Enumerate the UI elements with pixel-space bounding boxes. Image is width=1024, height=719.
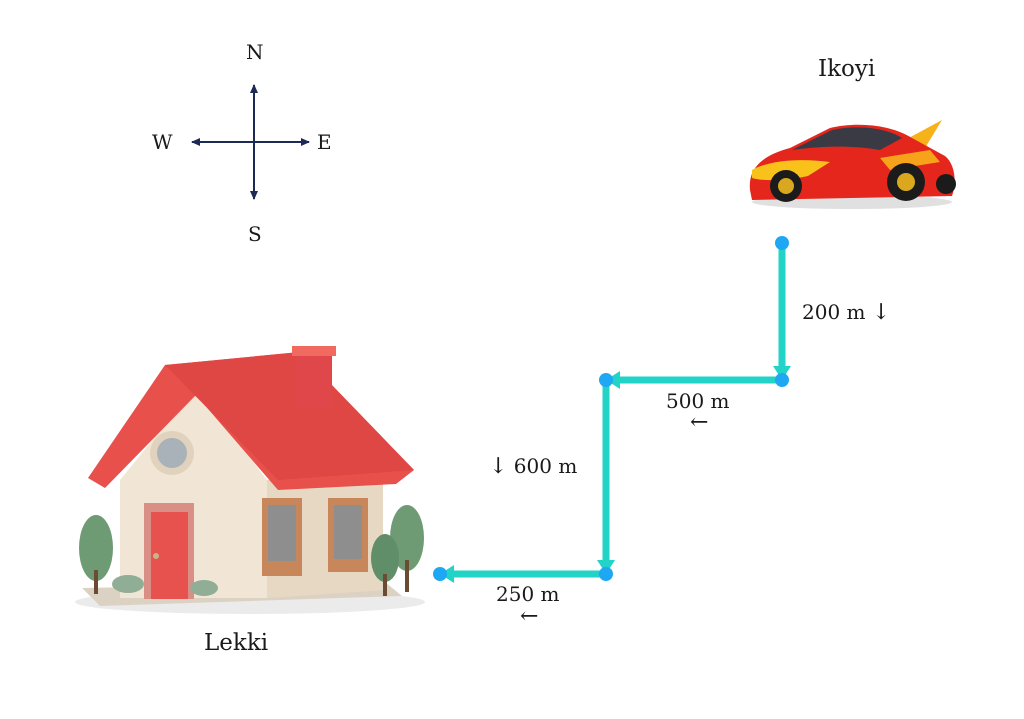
waypoint-dot-2 <box>775 373 789 387</box>
compass-south-label: S <box>248 222 262 246</box>
segment-2-distance: 500 m <box>666 389 730 413</box>
segment-1-distance: 200 m <box>802 300 866 324</box>
start-place-label: Ikoyi <box>818 56 876 82</box>
end-place-label: Lekki <box>204 630 269 656</box>
compass-east-label: E <box>317 130 332 154</box>
house-icon <box>75 346 425 614</box>
route-path <box>433 236 791 583</box>
segment-3-direction: ↓ <box>489 454 508 479</box>
segment-1-direction: ↓ <box>871 300 891 325</box>
waypoint-dot-3 <box>599 373 613 387</box>
red-sports-car-icon <box>749 120 956 209</box>
waypoint-dot-5 <box>433 567 447 581</box>
compass-rose-icon <box>191 84 310 200</box>
segment-3-label: ↓ 600 m <box>489 454 577 479</box>
waypoint-dot-1 <box>775 236 789 250</box>
segment-1-label: 200 m ↓ <box>802 300 890 325</box>
compass-west-label: W <box>152 130 173 154</box>
segment-4-direction: ← <box>520 604 539 629</box>
segment-3-distance: 600 m <box>513 454 578 478</box>
segment-2-direction: ← <box>690 410 709 435</box>
compass-north-label: N <box>246 40 264 64</box>
waypoint-dot-4 <box>599 567 613 581</box>
segment-4-distance: 250 m <box>496 582 560 606</box>
